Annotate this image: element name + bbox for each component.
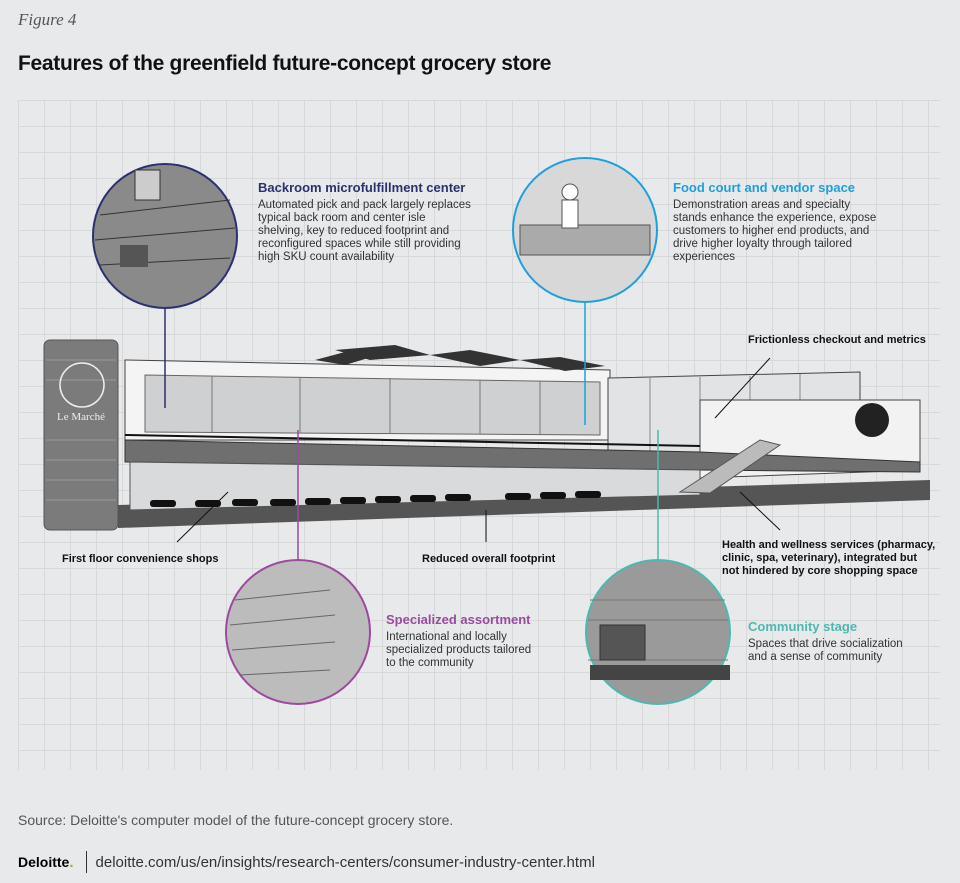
convenience-leader (176, 491, 229, 543)
footer-url[interactable]: deloitte.com/us/en/insights/research-cen… (95, 853, 595, 871)
community-callout: Community stage Spaces that drive social… (748, 620, 908, 664)
specialized-title: Specialized assortment (386, 612, 531, 627)
second-floor-deck (124, 439, 921, 473)
planters (150, 491, 601, 507)
health-leader (739, 491, 781, 531)
foodcourt-text: Demonstration areas and specialty stands… (673, 199, 877, 263)
backroom-callout: Backroom microfulfillment center Automat… (258, 181, 473, 264)
source-note: Source: Deloitte's computer model of the… (18, 812, 454, 828)
specialized-callout: Specialized assortment International and… (386, 613, 536, 670)
health-label: Health and wellness services (pharmacy, … (722, 539, 936, 577)
ground-slab (118, 480, 930, 528)
escalator (678, 439, 782, 494)
pillar-sign-text: Le Marché (57, 411, 105, 423)
convenience-label: First floor convenience shops (62, 553, 219, 565)
sign-pillar (43, 339, 119, 531)
foodcourt-title: Food court and vendor space (673, 180, 856, 195)
deloitte-logo-dot: . (69, 853, 74, 871)
footer-divider (85, 851, 87, 873)
upper-glass (144, 374, 601, 436)
store-logo-emblem (855, 403, 889, 437)
solar-panels (315, 345, 605, 371)
specialized-circle (225, 559, 371, 705)
checkout-label: Frictionless checkout and metrics (748, 334, 926, 346)
backroom-text: Automated pick and pack largely replaces… (258, 199, 471, 263)
figure-label: Figure 4 (18, 10, 77, 29)
pillar-logo (59, 362, 105, 408)
foodcourt-circle (512, 157, 658, 303)
backroom-circle (92, 163, 238, 309)
community-title: Community stage (748, 619, 858, 634)
figure-title: Features of the greenfield future-concep… (18, 52, 552, 75)
deloitte-logo: Deloitte (18, 854, 70, 870)
community-circle (585, 559, 731, 705)
specialized-text: International and locally specialized pr… (386, 631, 532, 669)
backroom-title: Backroom microfulfillment center (258, 180, 466, 195)
checkout-leader (714, 357, 771, 419)
footer: Deloitte. deloitte.com/us/en/insights/re… (18, 851, 595, 873)
community-text: Spaces that drive socialization and a se… (748, 638, 903, 663)
foodcourt-callout: Food court and vendor space Demonstratio… (673, 181, 878, 264)
footprint-label: Reduced overall footprint (422, 553, 556, 565)
